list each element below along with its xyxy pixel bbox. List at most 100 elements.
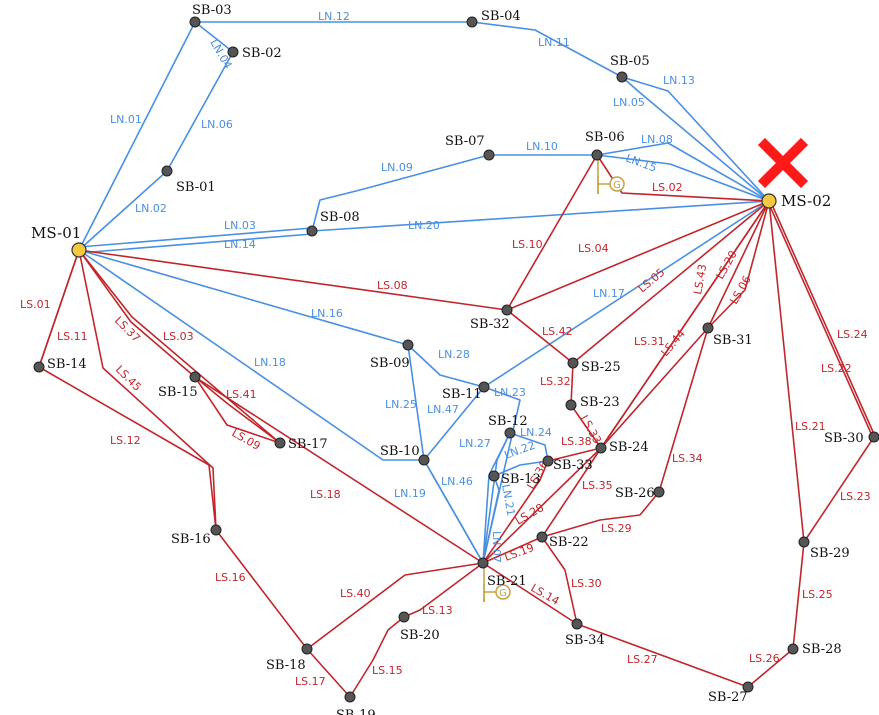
- ls-edge-label-ls-37: LS.37: [112, 314, 143, 345]
- ls-edge-label-ls-25: LS.25: [802, 588, 833, 601]
- substation-node-sb-28[interactable]: [787, 643, 799, 655]
- substation-node-sb-20[interactable]: [398, 611, 410, 623]
- substation-node-sb-25[interactable]: [567, 357, 579, 369]
- substation-node-sb-10[interactable]: [418, 454, 430, 466]
- substation-node-sb-02[interactable]: [227, 46, 239, 58]
- ls-edge-label-ls-15: LS.15: [372, 664, 403, 677]
- ln-edge-ln-47: [423, 386, 485, 461]
- substation-node-sb-13[interactable]: [488, 470, 500, 482]
- substation-node-sb-15[interactable]: [189, 371, 201, 383]
- substation-label-sb-14: SB-14: [47, 357, 87, 372]
- substation-label-sb-09: SB-09: [370, 356, 410, 371]
- substation-node-sb-05[interactable]: [616, 71, 628, 83]
- ln-edge-ln-46: [423, 459, 484, 564]
- substation-node-sb-30[interactable]: [868, 431, 879, 443]
- ls-edge-label-ls-20: LS.20: [713, 248, 740, 281]
- ls-edge-label-ls-10: LS.10: [512, 238, 543, 251]
- ls-edge-ls-18: [194, 376, 484, 564]
- ls-edge-label-ls-01: LS.01: [20, 298, 51, 311]
- substation-node-sb-23[interactable]: [565, 399, 577, 411]
- substation-node-sb-03[interactable]: [189, 16, 201, 28]
- ln-edge-label-ln-20: LN.20: [408, 219, 440, 232]
- ls-edge-ls-11: [38, 249, 80, 368]
- substation-node-sb-18[interactable]: [301, 643, 313, 655]
- substation-label-sb-11: SB-11: [442, 387, 482, 402]
- ln-edge-label-ln-06: LN.06: [201, 118, 233, 131]
- substation-node-sb-31[interactable]: [702, 322, 714, 334]
- substation-node-sb-14[interactable]: [33, 361, 45, 373]
- substation-label-sb-07: SB-07: [445, 134, 485, 149]
- main-station-node-ms-02[interactable]: [761, 193, 777, 209]
- ls-edge-label-ls-08: LS.08: [377, 279, 408, 292]
- ln-edge-label-ln-19: LN.19: [394, 487, 426, 500]
- ls-edge-label-ls-41: LS.41: [226, 388, 257, 401]
- ln-edge-label-ln-24: LN.24: [520, 426, 552, 439]
- ls-edge-ls-33: [570, 404, 602, 449]
- ls-edge-ls-29: [541, 491, 660, 538]
- ls-edge-ls-43: [600, 200, 770, 449]
- substation-node-sb-32[interactable]: [501, 304, 513, 316]
- edge-labels-layer: LN.01LN.02LN.03LN.04LN.05LN.06LN.07LN.08…: [20, 10, 871, 688]
- ls-edge-label-ls-03: LS.03: [163, 330, 194, 343]
- substation-node-sb-11[interactable]: [478, 381, 490, 393]
- ln-edge-ln-22: [493, 460, 549, 477]
- substation-label-sb-22: SB-22: [549, 535, 589, 550]
- ln-edge-label-ln-47: LN.47: [427, 403, 459, 416]
- substation-node-sb-33[interactable]: [542, 455, 554, 467]
- ls-edge-label-ls-38: LS.38: [561, 435, 592, 448]
- substation-node-sb-27[interactable]: [742, 681, 754, 693]
- ls-edge-ls-10: [506, 154, 598, 311]
- substation-node-sb-16[interactable]: [210, 524, 222, 536]
- substation-node-sb-12[interactable]: [504, 427, 516, 439]
- ls-edge-ls-37: [78, 249, 196, 378]
- substation-node-sb-08[interactable]: [306, 225, 318, 237]
- substation-node-sb-24[interactable]: [595, 442, 607, 454]
- substation-node-sb-04[interactable]: [466, 16, 478, 28]
- substation-node-sb-19[interactable]: [344, 691, 356, 703]
- substation-node-sb-17[interactable]: [274, 437, 286, 449]
- ls-edge-ls-45: [78, 249, 217, 531]
- ln-edge-ln-25: [407, 344, 425, 461]
- ls-edge-ls-25: [792, 541, 805, 650]
- ls-edge-label-ls-42: LS.42: [542, 325, 573, 338]
- substation-node-sb-01[interactable]: [161, 165, 173, 177]
- substation-node-sb-22[interactable]: [536, 531, 548, 543]
- ln-edge-label-ln-17: LN.17: [593, 287, 625, 300]
- substation-label-sb-20: SB-20: [400, 628, 440, 643]
- ls-edge-label-ls-30: LS.30: [571, 577, 602, 590]
- substation-node-sb-06[interactable]: [591, 149, 603, 161]
- ls-edge-label-ls-23: LS.23: [840, 490, 871, 503]
- ls-edge-ls-27: [576, 623, 749, 688]
- substation-label-sb-13: SB-13: [501, 472, 541, 487]
- generators-layer: GG: [483, 160, 625, 602]
- substation-node-sb-26[interactable]: [653, 486, 665, 498]
- substation-label-sb-21: SB-21: [487, 574, 527, 589]
- main-station-node-ms-01[interactable]: [71, 242, 87, 258]
- ln-edge-ln-03: [78, 227, 313, 248]
- substation-node-sb-34[interactable]: [571, 618, 583, 630]
- ls-edge-label-ls-21: LS.21: [795, 420, 826, 433]
- main-station-label-ms-01: MS-01: [31, 224, 81, 242]
- ls-edge-label-ls-17: LS.17: [295, 675, 326, 688]
- ls-edge-ls-20: [707, 200, 770, 329]
- ls-edge-label-ls-40: LS.40: [340, 587, 371, 600]
- ln-edge-label-ln-07: LN.07: [490, 531, 503, 563]
- ls-edge-ls-04: [506, 200, 770, 311]
- substation-label-sb-18: SB-18: [266, 658, 306, 673]
- ls-edge-ls-22: [768, 197, 875, 435]
- substation-node-sb-09[interactable]: [402, 339, 414, 351]
- ls-edge-ls-03: [78, 249, 281, 444]
- main-station-label-ms-02: MS-02: [781, 192, 831, 210]
- ln-edge-ln-05: [621, 76, 770, 202]
- ls-edge-ls-44: [600, 327, 709, 449]
- ls-edge-label-ls-12: LS.12: [110, 434, 141, 447]
- substation-node-sb-21[interactable]: [477, 557, 489, 569]
- ln-edge-ln-09: [311, 154, 490, 232]
- substation-node-sb-29[interactable]: [798, 536, 810, 548]
- ln-edge-ln-02: [78, 170, 168, 251]
- generator-icon: G: [597, 160, 625, 194]
- ln-edge-label-ln-03: LN.03: [224, 219, 256, 232]
- ls-edge-ls-28: [482, 447, 602, 564]
- substation-node-sb-07[interactable]: [483, 149, 495, 161]
